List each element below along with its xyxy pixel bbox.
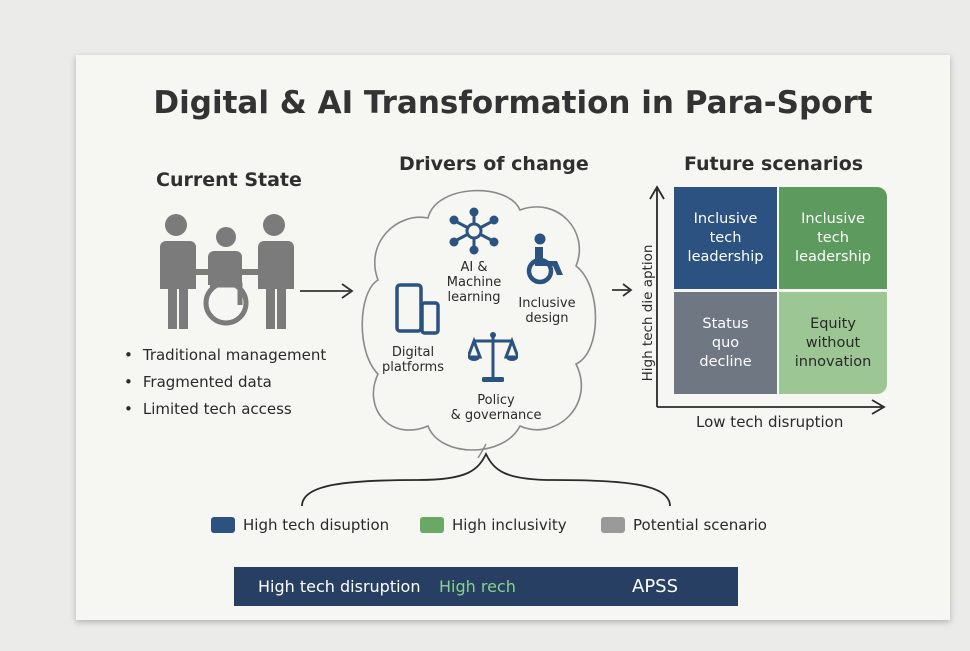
list-item: Fragmented data: [124, 369, 326, 396]
network-hub-icon: [449, 207, 499, 255]
quadrant-top-right: Inclusive tech leadership: [779, 187, 887, 289]
wheelchair-icon: [526, 233, 563, 285]
arrow-to-scenarios: [612, 283, 633, 297]
quadrant-bottom-left: Status quo decline: [674, 292, 777, 394]
legend-item-potential: Potential scenario: [601, 516, 767, 534]
scenario-axes: [649, 185, 886, 415]
drivers-cloud: [361, 189, 597, 459]
driver-ai-label: AI & Machine learning: [446, 260, 502, 305]
legend-label: High inclusivity: [452, 516, 567, 534]
brace: [301, 451, 671, 507]
infographic-card: Digital & AI Transformation in Para-Spor…: [76, 55, 950, 620]
y-axis-label: High tech die aption: [640, 244, 656, 382]
legend-label: High tech disuption: [243, 516, 390, 534]
list-item: Traditional management: [124, 342, 326, 369]
legend-item-inclusivity: High inclusivity: [420, 516, 567, 534]
quadrant-bottom-right: Equity without innovation: [779, 292, 887, 394]
page-title: Digital & AI Transformation in Para-Spor…: [153, 85, 873, 121]
driver-inclusive-design-label: Inclusive design: [518, 296, 576, 326]
legend-item-tech: High tech disuption: [211, 516, 389, 534]
banner-middle-text: High rech: [439, 577, 516, 596]
banner-right-text: APSS: [632, 576, 679, 597]
scales-icon: [468, 332, 518, 382]
driver-digital-platforms-label: Digital platforms: [381, 345, 444, 375]
legend-swatch: [601, 517, 625, 533]
legend-swatch: [420, 517, 444, 533]
list-item: Limited tech access: [124, 396, 326, 423]
banner-left-text: High tech disruption: [258, 577, 421, 596]
driver-policy-label: Policy & governance: [450, 393, 542, 423]
scenarios-heading: Future scenarios: [684, 153, 864, 175]
current-state-heading: Current State: [156, 169, 302, 191]
devices-icon: [395, 283, 440, 335]
legend-label: Potential scenario: [633, 516, 767, 534]
quadrant-top-left: Inclusive tech leadership: [674, 187, 777, 289]
arrow-to-drivers: [300, 283, 354, 299]
footer-banner: High tech disruption High rech APSS: [234, 567, 738, 606]
current-state-list: Traditional management Fragmented data L…: [124, 342, 326, 423]
x-axis-label: Low tech disruption: [696, 413, 844, 431]
people-with-wheelchair-user-icon: [160, 214, 294, 329]
legend-swatch: [211, 517, 235, 533]
scenario-matrix: Inclusive tech leadership Inclusive tech…: [674, 187, 887, 394]
drivers-heading: Drivers of change: [399, 153, 589, 175]
